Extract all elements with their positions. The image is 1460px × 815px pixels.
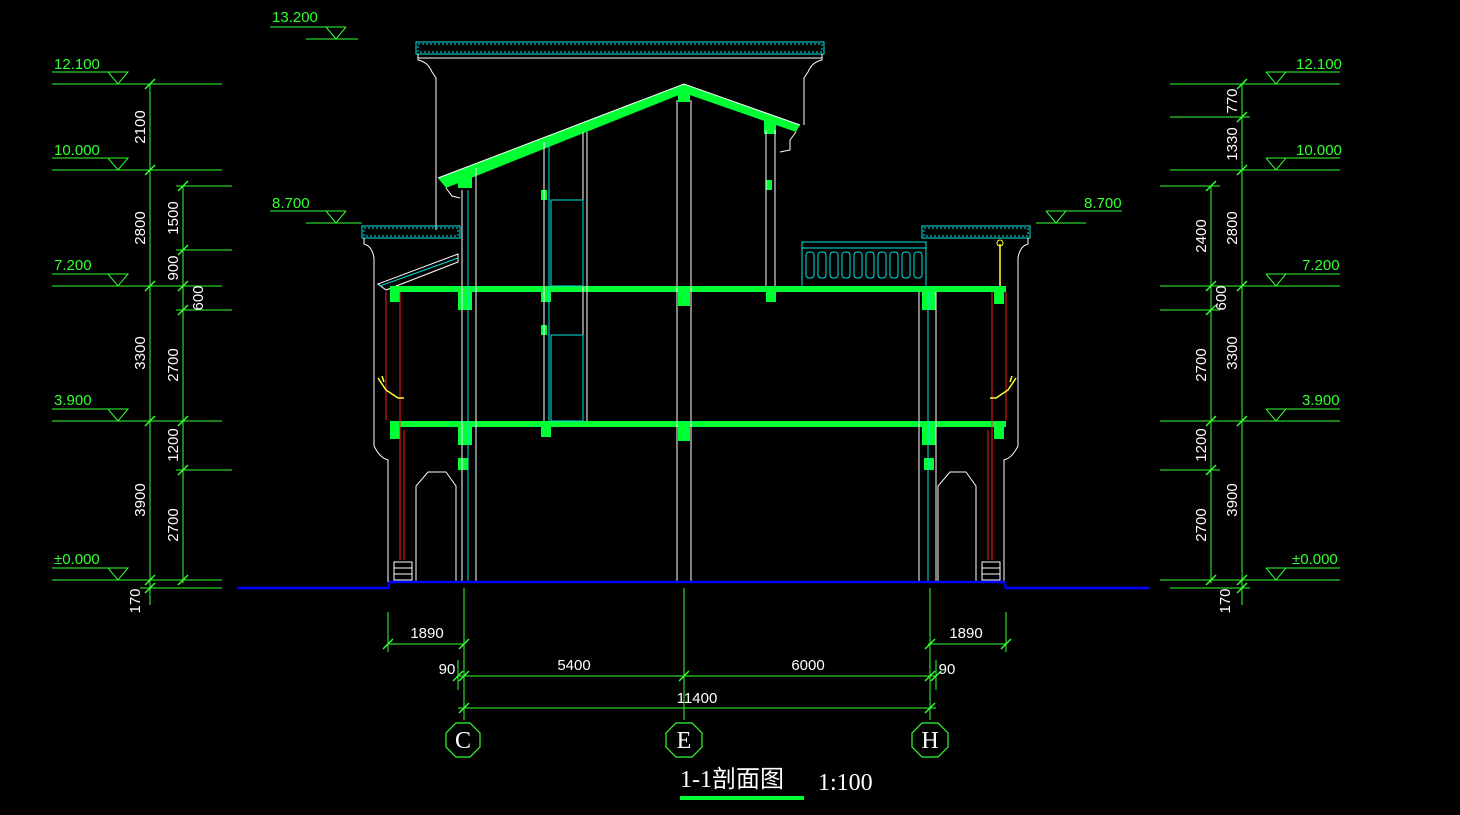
dim-h-90-left: 90 (439, 661, 456, 678)
dim-right-outer-3: 2800 (1224, 211, 1241, 244)
level-right-2: 10.000 (1296, 142, 1342, 159)
level-right-6: ±0.000 (1292, 551, 1338, 568)
level-left-5: 3.900 (54, 392, 92, 409)
level-left-1: 12.100 (54, 56, 100, 73)
dim-h-90-right: 90 (939, 661, 956, 678)
axis-label-h: H (921, 728, 938, 754)
dim-right-outer-6: 170 (1217, 588, 1234, 613)
axis-label-e: E (677, 728, 692, 754)
dim-left-inner-4: 2700 (165, 348, 182, 381)
ground-line (238, 580, 1150, 590)
dim-h-right: 1890 (949, 625, 982, 642)
dim-right-inner-5: 2700 (1193, 508, 1210, 541)
horizontal-dimensions (382, 588, 1012, 720)
dim-left-inner-5: 1200 (165, 428, 182, 461)
dim-left-inner-1: 1500 (165, 201, 182, 234)
dim-right-inner-3: 2700 (1193, 348, 1210, 381)
dim-right-inner-2: 600 (1213, 285, 1230, 310)
level-left-2: 10.000 (54, 142, 100, 159)
dim-left-outer-4: 3900 (132, 483, 149, 516)
drawing-title-block: 1-1剖面图 1:100 (680, 766, 873, 800)
level-right-3: 8.700 (1084, 195, 1122, 212)
level-left-4: 7.200 (54, 257, 92, 274)
dim-left-outer-3: 3300 (132, 336, 149, 369)
dim-right-inner-1: 2400 (1193, 219, 1210, 252)
right-portico (937, 292, 1019, 582)
dim-h-left: 1890 (410, 625, 443, 642)
drawing-scale: 1:100 (818, 770, 873, 796)
dim-h-6000: 6000 (791, 657, 824, 674)
top-parapet (415, 41, 825, 230)
level-right-4: 7.200 (1302, 257, 1340, 274)
walls (461, 100, 937, 582)
axis-labels: C E H (455, 728, 939, 754)
left-eave (361, 225, 461, 420)
level-left-6: ±0.000 (54, 551, 100, 568)
left-dimensions (52, 26, 362, 605)
axis-label-c: C (455, 728, 471, 754)
title-underline (680, 796, 804, 800)
dim-h-5400: 5400 (557, 657, 590, 674)
horizontal-dim-numbers: 1890 1890 90 5400 6000 90 11400 (410, 625, 982, 707)
dim-left-inner-2: 900 (165, 255, 182, 280)
left-dim-numbers: 2100 2800 3300 3900 170 1500 900 600 270… (127, 110, 207, 613)
right-dim-numbers: 770 1330 2800 3300 3900 170 2400 600 270… (1193, 88, 1241, 613)
pitched-roof (437, 83, 801, 199)
dim-right-outer-1: 770 (1224, 88, 1241, 113)
right-dimensions (1036, 71, 1340, 605)
axis-bubbles (445, 722, 949, 758)
dim-right-outer-4: 3300 (1224, 336, 1241, 369)
dim-right-inner-4: 1200 (1193, 428, 1210, 461)
level-right-5: 3.900 (1302, 392, 1340, 409)
level-left-3: 8.700 (272, 195, 310, 212)
level-right-1: 12.100 (1296, 56, 1342, 73)
dim-right-outer-5: 3900 (1224, 483, 1241, 516)
dim-right-outer-2: 1330 (1224, 127, 1241, 160)
dim-left-inner-3: 600 (190, 285, 207, 310)
dim-left-outer-5: 170 (127, 588, 144, 613)
dim-left-inner-6: 2700 (165, 508, 182, 541)
drawing-title: 1-1剖面图 (680, 766, 784, 793)
dim-h-total: 11400 (677, 690, 718, 707)
left-portico (373, 292, 457, 582)
dim-left-outer-1: 2100 (132, 110, 149, 143)
level-top: 13.200 (272, 9, 318, 26)
dim-left-outer-2: 2800 (132, 211, 149, 244)
building-section (238, 41, 1150, 590)
level-labels: 13.200 12.100 10.000 8.700 7.200 3.900 ±… (54, 9, 1342, 568)
right-terrace (801, 225, 1031, 420)
